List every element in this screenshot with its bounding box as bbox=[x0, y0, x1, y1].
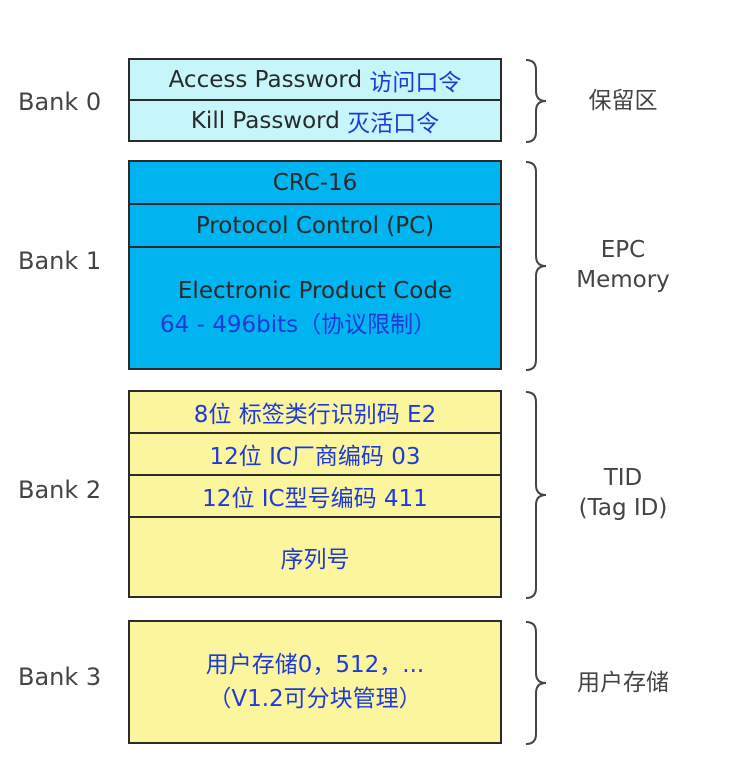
epc-region-line1: EPC bbox=[600, 237, 646, 263]
kill-password-text: Kill Password bbox=[190, 107, 340, 134]
bank-2-label: Bank 2 bbox=[18, 476, 102, 504]
bank-0-label: Bank 0 bbox=[18, 88, 102, 116]
bank-1-bracket bbox=[525, 161, 547, 371]
tid-region-line1: TID bbox=[603, 465, 643, 491]
protocol-control-field: Protocol Control (PC) bbox=[130, 205, 500, 248]
access-password-cn: 访问口令 bbox=[369, 69, 462, 96]
tid-serial-field: 序列号 bbox=[280, 547, 350, 573]
bank-0-bracket bbox=[525, 59, 547, 143]
epc-text: Electronic Product Code bbox=[177, 278, 453, 304]
epc-bits-text: 64 - 496bits（协议限制） bbox=[160, 312, 437, 338]
bank-1-label: Bank 1 bbox=[18, 247, 102, 275]
bank-0-block: Access Password 访问口令 Kill Password 灭活口令 bbox=[128, 58, 502, 142]
bank-2-bracket bbox=[525, 391, 547, 599]
user-region-text: 用户存储 bbox=[577, 670, 669, 696]
tid-vendor-field: 12位 IC厂商编码 03 bbox=[130, 434, 500, 476]
epc-region-label: EPC Memory bbox=[558, 235, 688, 295]
bank-3-label: Bank 3 bbox=[18, 663, 102, 691]
access-password-field: Access Password 访问口令 bbox=[130, 60, 500, 101]
access-password-text: Access Password bbox=[168, 66, 363, 93]
user-region-label: 用户存储 bbox=[558, 668, 688, 698]
tid-class-field: 8位 标签类行识别码 E2 bbox=[130, 392, 500, 434]
user-memory-text: 用户存储0，512，... bbox=[205, 652, 425, 678]
user-memory-note: （V1.2可分块管理） bbox=[208, 686, 422, 712]
tid-region-label: TID (Tag ID) bbox=[558, 463, 688, 523]
bank-2-block: 8位 标签类行识别码 E2 12位 IC厂商编码 03 12位 IC型号编码 4… bbox=[128, 390, 502, 598]
bank-3-block: 用户存储0，512，... （V1.2可分块管理） bbox=[128, 620, 502, 744]
reserved-region-label: 保留区 bbox=[558, 86, 688, 116]
tid-model-field: 12位 IC型号编码 411 bbox=[130, 476, 500, 518]
tid-region-line2: (Tag ID) bbox=[578, 495, 668, 521]
crc16-field: CRC-16 bbox=[130, 162, 500, 205]
kill-password-cn: 灭活口令 bbox=[347, 110, 440, 137]
bank-3-bracket bbox=[525, 621, 547, 745]
epc-region-line2: Memory bbox=[576, 267, 670, 293]
bank-1-block: CRC-16 Protocol Control (PC) Electronic … bbox=[128, 160, 502, 370]
kill-password-field: Kill Password 灭活口令 bbox=[130, 101, 500, 140]
epc-field: Electronic Product Code 64 - 496bits（协议限… bbox=[130, 248, 500, 368]
user-memory-field: 用户存储0，512，... （V1.2可分块管理） bbox=[130, 622, 500, 742]
reserved-region-text: 保留区 bbox=[588, 88, 658, 114]
